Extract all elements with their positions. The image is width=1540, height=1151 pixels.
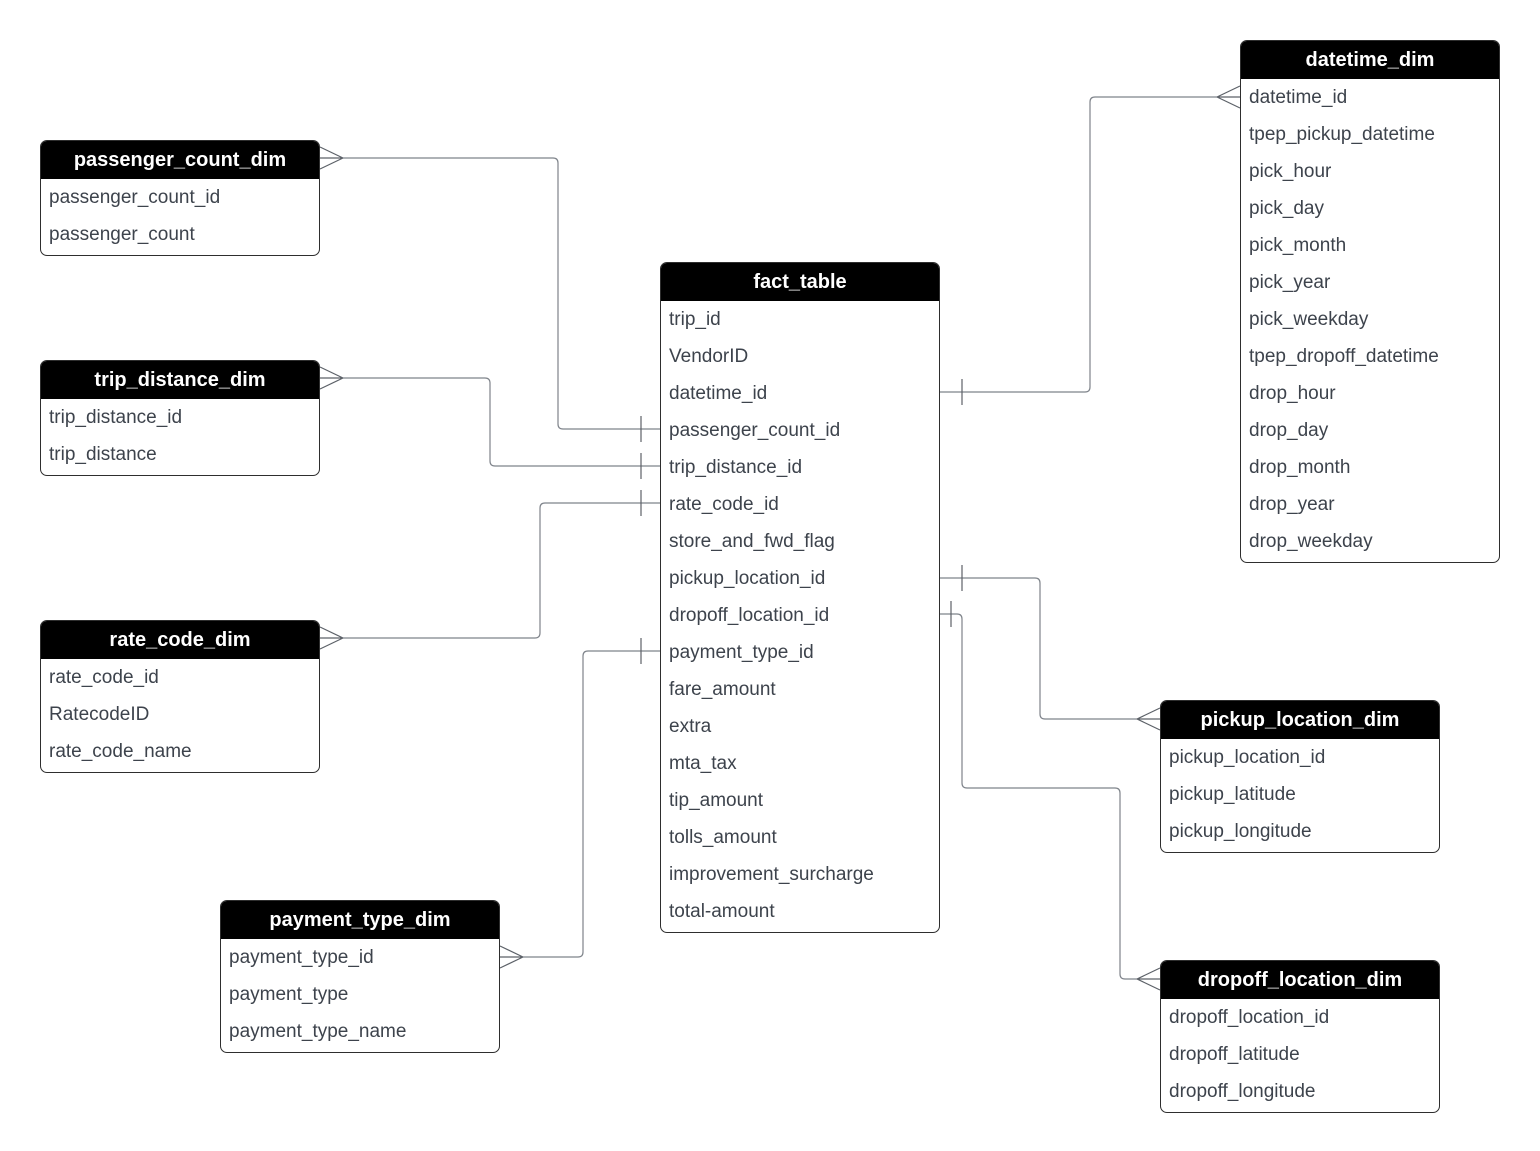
- entity-title: payment_type_dim: [221, 901, 499, 939]
- crow-foot-many-icon: [319, 626, 344, 650]
- entity-field: passenger_count_id: [669, 420, 841, 441]
- entity-field: dropoff_latitude: [1169, 1044, 1300, 1065]
- entity-datetime-dim[interactable]: datetime_dim datetime_id tpep_pickup_date…: [1240, 40, 1500, 563]
- entity-field: VendorID: [669, 346, 749, 367]
- crow-foot-many-icon: [499, 945, 524, 969]
- entity-title: fact_table: [661, 263, 939, 301]
- entity-field: trip_distance_id: [669, 457, 803, 478]
- entity-field: passenger_count: [49, 224, 195, 245]
- entity-title: dropoff_location_dim: [1161, 961, 1439, 999]
- entity-field: datetime_id: [1249, 87, 1348, 108]
- crow-foot-many-icon: [1136, 967, 1161, 991]
- entity-field: pick_weekday: [1249, 309, 1369, 330]
- entity-field: datetime_id: [669, 383, 768, 404]
- entity-field-list: trip_distance_id trip_distance: [41, 399, 319, 473]
- relation-fact-pickup-location[interactable]: [940, 565, 1161, 731]
- entity-field: drop_year: [1249, 494, 1335, 515]
- entity-field: pickup_longitude: [1169, 821, 1312, 842]
- crow-foot-many-icon: [319, 366, 344, 390]
- entity-field: tolls_amount: [669, 827, 777, 848]
- entity-field: tpep_pickup_datetime: [1249, 124, 1435, 145]
- entity-field: payment_type_id: [229, 947, 374, 968]
- entity-field: tip_amount: [669, 790, 764, 811]
- entity-field-list: pickup_location_id pickup_latitude pickup_…: [1161, 739, 1439, 850]
- entity-field: extra: [669, 716, 712, 737]
- entity-field: store_and_fwd_flag: [669, 531, 835, 552]
- entity-title: passenger_count_dim: [41, 141, 319, 179]
- entity-field: drop_weekday: [1249, 531, 1373, 552]
- relation-line: [940, 577, 1137, 720]
- entity-field: pick_day: [1249, 198, 1324, 219]
- entity-field: drop_day: [1249, 420, 1329, 441]
- entity-title: rate_code_dim: [41, 621, 319, 659]
- entity-field: drop_hour: [1249, 383, 1336, 404]
- entity-field: payment_type_name: [229, 1021, 407, 1042]
- relation-line: [343, 157, 660, 430]
- entity-field: drop_month: [1249, 457, 1351, 478]
- entity-field: trip_distance: [49, 444, 157, 465]
- relation-fact-payment-type[interactable]: [499, 638, 660, 969]
- relation-line: [940, 96, 1217, 393]
- entity-field: dropoff_location_id: [669, 605, 830, 626]
- entity-field: passenger_count_id: [49, 187, 221, 208]
- relation-fact-passenger-count[interactable]: [319, 146, 660, 442]
- entity-field: tpep_dropoff_datetime: [1249, 346, 1439, 367]
- relation-fact-rate-code[interactable]: [319, 490, 660, 650]
- entity-field: total-amount: [669, 901, 775, 922]
- entity-field: improvement_surcharge: [669, 864, 874, 885]
- crow-foot-many-icon: [1136, 707, 1161, 731]
- relation-fact-trip-distance[interactable]: [319, 366, 660, 479]
- entity-field: pick_year: [1249, 272, 1331, 293]
- crow-foot-many-icon: [319, 146, 344, 170]
- entity-field: rate_code_id: [49, 667, 159, 688]
- entity-field: RatecodeID: [49, 704, 150, 725]
- entity-dropoff-location-dim[interactable]: dropoff_location_dim dropoff_location_id…: [1160, 960, 1440, 1113]
- entity-field: dropoff_longitude: [1169, 1081, 1316, 1102]
- entity-field-list: datetime_id tpep_pickup_datetime pick_hour…: [1241, 79, 1499, 560]
- entity-field-list: payment_type_id payment_type payment_type_…: [221, 939, 499, 1050]
- entity-field: trip_distance_id: [49, 407, 183, 428]
- entity-field: mta_tax: [669, 753, 737, 774]
- entity-title: trip_distance_dim: [41, 361, 319, 399]
- entity-field-list: passenger_count_id passenger_count: [41, 179, 319, 253]
- entity-field: rate_code_id: [669, 494, 779, 515]
- entity-field: payment_type_id: [669, 642, 814, 663]
- entity-field: pickup_latitude: [1169, 784, 1296, 805]
- relation-line: [523, 650, 660, 958]
- crow-foot-many-icon: [1216, 85, 1241, 109]
- relation-line: [343, 377, 660, 467]
- entity-field: pickup_location_id: [669, 568, 826, 589]
- entity-field: payment_type: [229, 984, 349, 1005]
- entity-field: dropoff_location_id: [1169, 1007, 1330, 1028]
- entity-title: datetime_dim: [1241, 41, 1499, 79]
- entity-field: rate_code_name: [49, 741, 192, 762]
- relation-line: [343, 502, 660, 639]
- entity-field: pick_hour: [1249, 161, 1332, 182]
- relation-fact-dropoff-location[interactable]: [940, 601, 1161, 991]
- entity-field: trip_id: [669, 309, 721, 330]
- entity-field: fare_amount: [669, 679, 776, 700]
- relation-line: [940, 613, 1137, 980]
- relation-fact-datetime[interactable]: [940, 85, 1241, 405]
- entity-field: pickup_location_id: [1169, 747, 1326, 768]
- entity-field: pick_month: [1249, 235, 1347, 256]
- entity-title: pickup_location_dim: [1161, 701, 1439, 739]
